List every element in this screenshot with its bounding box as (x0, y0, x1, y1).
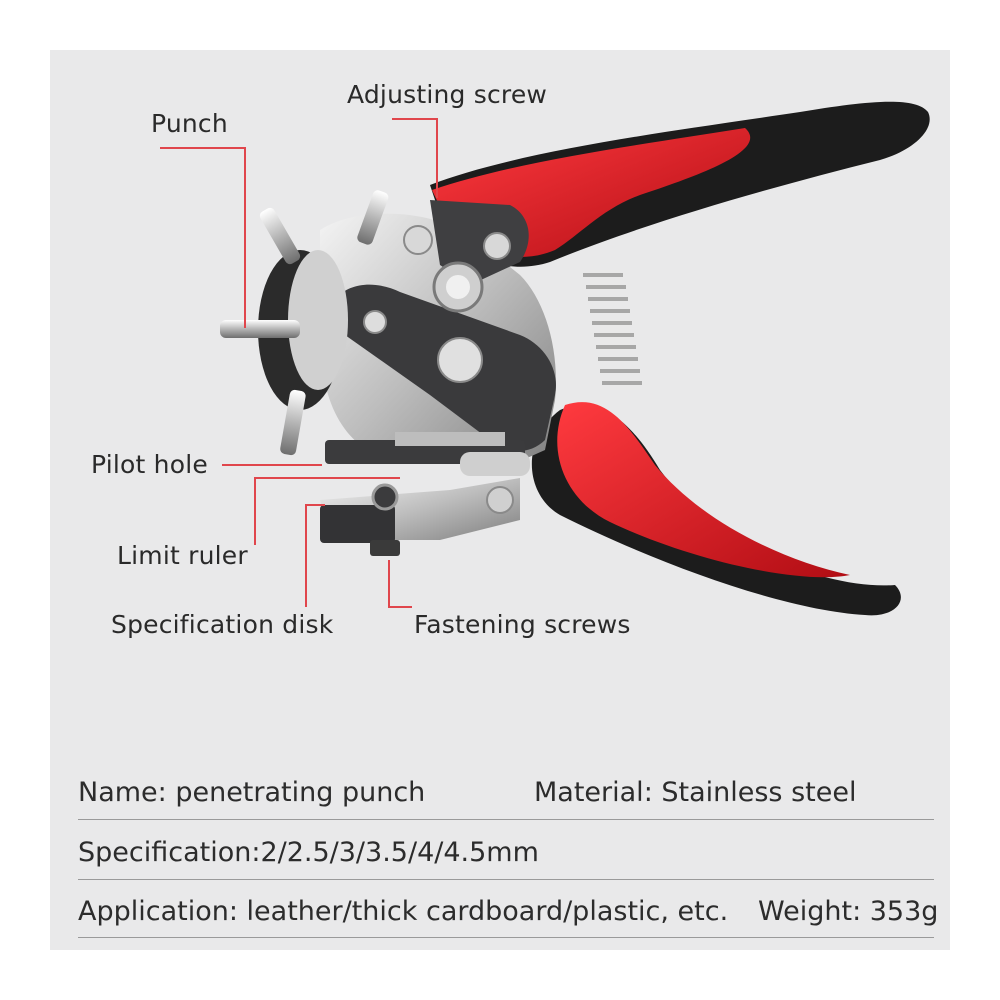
spec-application: Application: leather/thick cardboard/pla… (78, 896, 729, 927)
spec-material: Material: Stainless steel (534, 777, 857, 808)
spring (583, 273, 642, 385)
callout-pilot-hole: Pilot hole (91, 450, 208, 479)
rotary-punch-turret (220, 190, 389, 456)
callout-specification-disk: Specification disk (111, 610, 334, 639)
adjusting-screw-line (392, 118, 438, 198)
limit-ruler-line (254, 477, 400, 545)
divider (78, 937, 934, 938)
callout-limit-ruler: Limit ruler (117, 541, 248, 570)
callout-fastening-screws: Fastening screws (414, 610, 631, 639)
divider (78, 819, 934, 820)
punch-line (160, 147, 246, 328)
callout-adjusting-screw: Adjusting screw (347, 80, 548, 109)
screws (363, 225, 511, 383)
lower-handle (531, 402, 901, 616)
anvil-assembly (320, 432, 530, 556)
specification-disk-line (305, 504, 325, 607)
spec-specification: Specification:2/2.5/3/3.5/4/4.5mm (78, 837, 539, 868)
callout-lines (160, 118, 438, 608)
divider (78, 879, 934, 880)
spec-weight: Weight: 353g (758, 896, 939, 927)
callout-punch: Punch (151, 109, 228, 138)
spec-name: Name: penetrating punch (78, 777, 426, 808)
fastening-screws-line (388, 560, 412, 608)
